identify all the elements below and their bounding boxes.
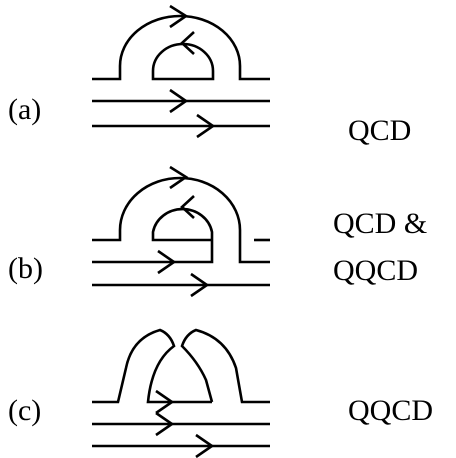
panel-c-theory: QQCD (348, 394, 433, 427)
panel-a-label: (a) (8, 93, 41, 126)
panel-b-inner-arrow (180, 195, 195, 219)
panel-a-middle-arrow (169, 88, 189, 114)
panel-a-theory: QCD (348, 114, 411, 147)
panel-b-inner-loop (92, 207, 214, 264)
panel-b-theory-line-1: QCD & (333, 207, 427, 240)
panel-c-quark-lines (92, 328, 270, 458)
panel-b-outer-loop (92, 176, 270, 264)
panel-c-bottom-arrow (195, 433, 215, 458)
panel-c-middle-lower-arrow (155, 411, 175, 437)
panel-b-middle-arrow (157, 249, 177, 275)
panel-c-label: (c) (8, 394, 41, 427)
panel-b-quark-lines (92, 165, 270, 298)
panel-a-bottom-arrow (196, 113, 216, 139)
panel-b: (b) QCD & QQCD (8, 165, 427, 298)
panel-a-inner-arrow (180, 31, 195, 55)
panel-c-middle-arrow (155, 389, 175, 415)
panel-a: (a) QCD (8, 4, 411, 147)
panel-c: (c) QQCD (8, 328, 433, 458)
panel-b-label: (b) (8, 252, 43, 285)
panel-a-inner-loop (151, 42, 215, 81)
panel-b-bottom-arrow (190, 272, 210, 298)
panel-c-left-hook (92, 328, 212, 404)
panel-a-quark-lines (92, 4, 270, 139)
panel-b-theory-line-2: QQCD (333, 254, 418, 287)
panel-a-outer-arrow (169, 4, 189, 29)
panel-b-outer-arrow (169, 165, 189, 190)
panel-a-outer-loop (92, 14, 270, 81)
panel-c-right-hook (180, 328, 270, 404)
